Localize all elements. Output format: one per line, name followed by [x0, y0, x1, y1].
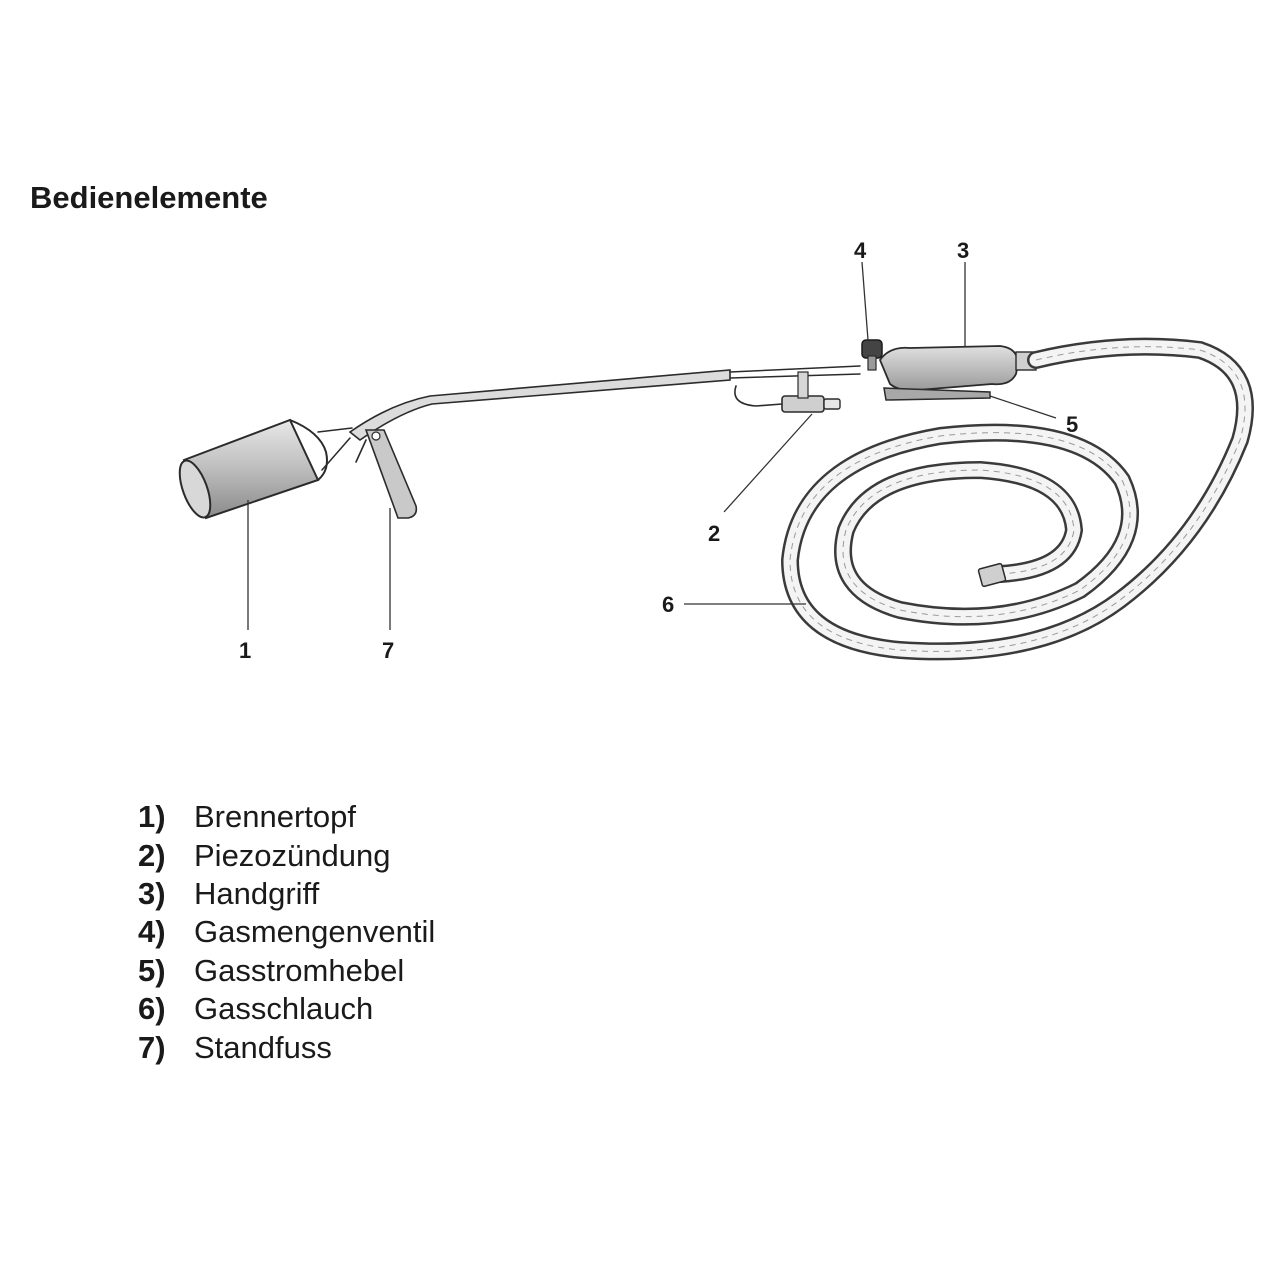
legend-label: Brennertopf: [194, 799, 356, 835]
legend-number: 6): [138, 991, 166, 1027]
leader-line-4: [861, 261, 869, 341]
legend-item: 1) Brennertopf: [138, 798, 435, 836]
gas-valve: [861, 339, 883, 371]
burner-pot: [178, 418, 353, 520]
callout-3: 3: [957, 238, 969, 263]
legend-label: Gasstromhebel: [194, 952, 405, 988]
legend-number: 2): [138, 837, 166, 873]
leader-lines: [247, 261, 1057, 630]
handle: [878, 345, 1037, 392]
legend-list: 1) Brennertopf 2) Piezozündung 3) Handgriff…: [138, 798, 435, 1067]
legend-label: Piezozündung: [194, 837, 391, 873]
gas-hose: [780, 337, 1254, 661]
callout-6: 6: [662, 592, 674, 617]
legend-number: 7): [138, 1029, 166, 1065]
leader-line-5: [989, 395, 1057, 419]
legend-item: 6) Gasschlauch: [138, 990, 435, 1028]
legend-number: 5): [138, 952, 166, 988]
legend-label: Gasmengenventil: [194, 914, 436, 950]
page-title: Bedienelemente: [30, 180, 268, 215]
legend-label: Standfuss: [194, 1029, 332, 1065]
legend-item: 5) Gasstromhebel: [138, 952, 435, 990]
gas-flow-lever: [883, 387, 991, 401]
legend-item: 3) Handgriff: [138, 875, 435, 913]
legend-label: Handgriff: [194, 875, 320, 911]
callout-2: 2: [708, 521, 720, 546]
callout-7: 7: [382, 638, 394, 663]
callout-1: 1: [239, 638, 251, 663]
stand-foot: [355, 429, 418, 519]
legend-item: 2) Piezozündung: [138, 836, 435, 874]
leader-line-2: [723, 413, 813, 513]
legend-number: 3): [138, 875, 166, 911]
callout-4: 4: [854, 238, 867, 263]
lance-tube: [348, 365, 861, 441]
legend-item: 7) Standfuss: [138, 1028, 435, 1066]
legend-number: 1): [138, 799, 166, 835]
piezo-igniter: [734, 371, 841, 413]
legend-item: 4) Gasmengenventil: [138, 913, 435, 951]
legend-label: Gasschlauch: [194, 991, 374, 1027]
legend-number: 4): [138, 914, 166, 950]
callout-5: 5: [1066, 412, 1078, 437]
